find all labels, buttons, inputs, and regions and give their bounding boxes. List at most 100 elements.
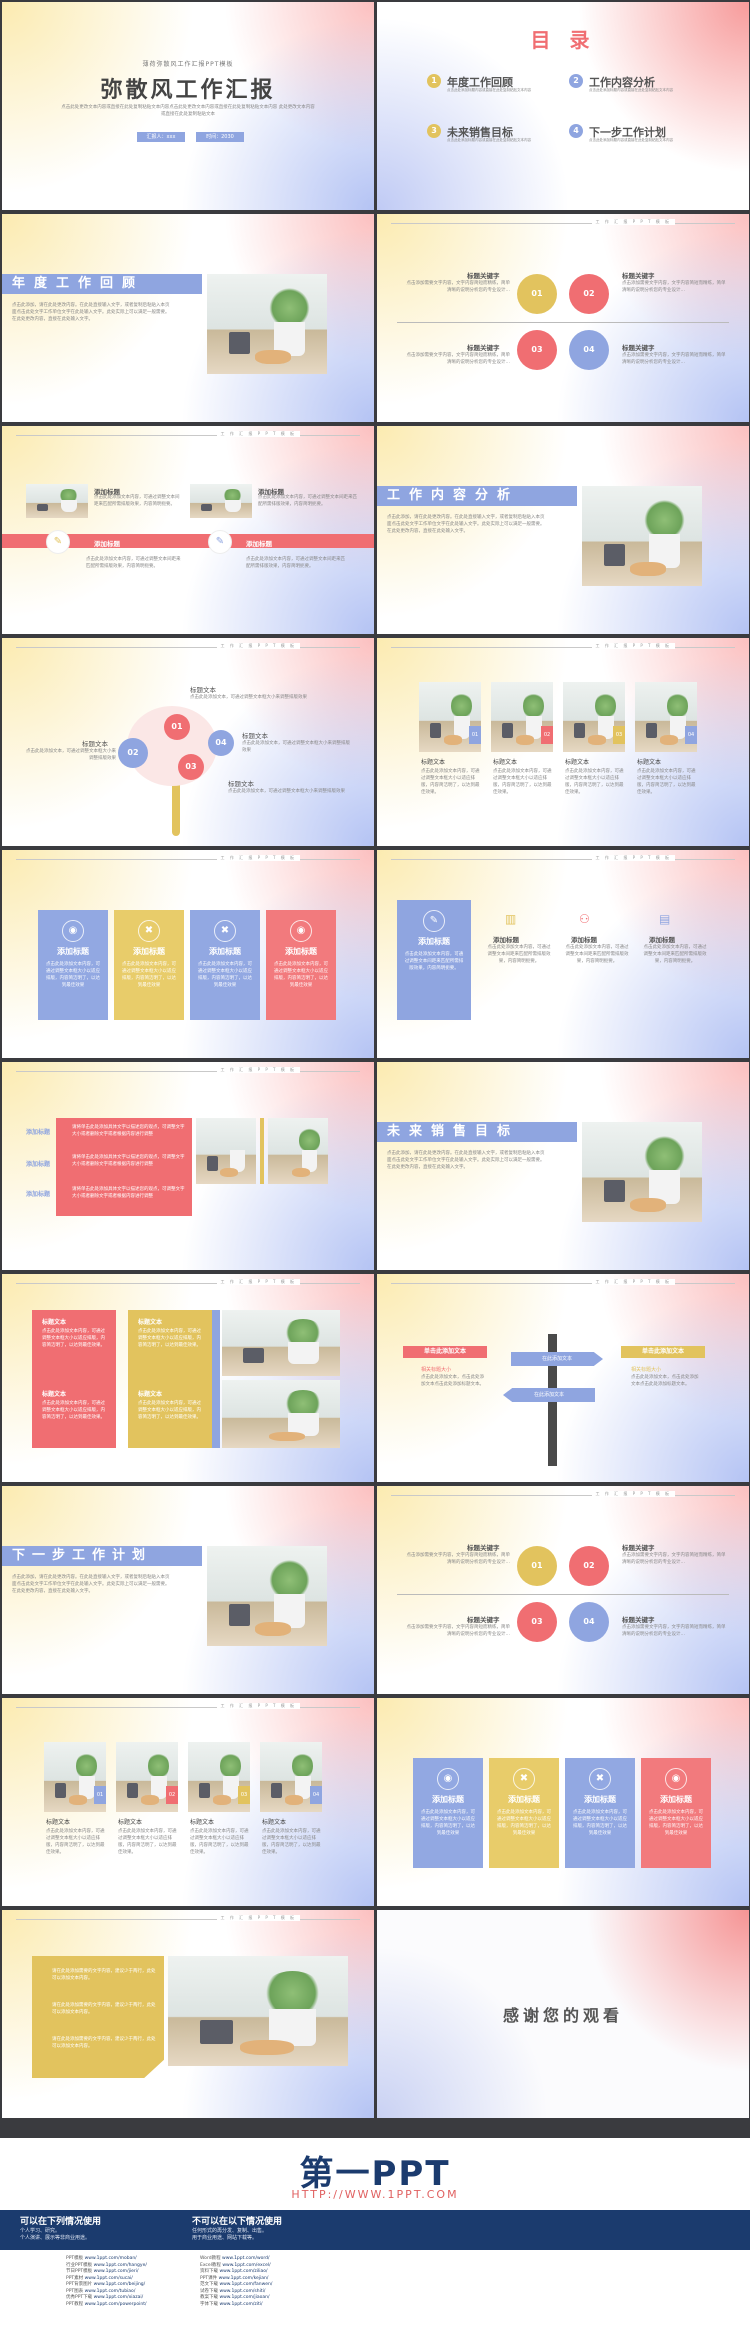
icon2-card-2: ✖ 添加标题 点击此处添加文本内容，可通过调整文本框大小以适应排版，内容简洁明了… [489, 1758, 559, 1868]
yellow-point-2: 请在此处添加需要的文字内容，建议少于两行，此处可以添加文本内容。 [52, 2003, 156, 2015]
link-row[interactable]: PPT模板 www.1ppt.com/moban/ [66, 2256, 326, 2263]
quad-text-1: 点击添加需要文字内容，文字内容简短而精练，简单清晰的说明分析您的专业设计… [406, 281, 511, 293]
link-row[interactable]: 行业PPT模板 www.1ppt.com/hangye/ [66, 2263, 326, 2270]
band-photo-1 [26, 484, 88, 518]
link-row[interactable]: PPT图表 www.1ppt.com/tubiao/ [66, 2289, 326, 2296]
slide-cover[interactable]: 薄荷弥散风工作汇报PPT模板 弥散风工作汇报 点击此处更改文本内容或直接在此处复… [2, 2, 374, 210]
slide-list[interactable]: 工 作 汇 报 P P T 模 板 添加标题 请将单击此处添加具体文字以描述您的… [2, 1062, 374, 1270]
panel-red [32, 1310, 116, 1448]
link-label: PPT图表 [66, 2288, 84, 2294]
link-url[interactable]: www.1ppt.com/xiazai/ [93, 2295, 144, 2300]
link-url[interactable]: www.1ppt.com/jieri/ [93, 2269, 139, 2274]
link-row[interactable]: Word教程 www.1ppt.com/word/ [200, 2256, 400, 2263]
icon2-card-4: ◉ 添加标题 点击此处添加文本内容，可通过调整文本框大小以适应排版，内容简洁明了… [641, 1758, 711, 1868]
link-url[interactable]: www.1ppt.com/ziliao/ [219, 2269, 268, 2274]
slide-thanks[interactable]: 感谢您的观看 [377, 1910, 749, 2118]
link-url[interactable]: www.1ppt.com/tubiao/ [84, 2288, 136, 2294]
link-row[interactable]: 字体下载 www.1ppt.com/ziti/ [200, 2302, 400, 2309]
photo-text-1: 点击此处添加文本内容，可通过调整文本框大小以适应排版，内容简洁明了，以达到最佳效… [421, 769, 480, 795]
slide-four-photos[interactable]: 工 作 汇 报 P P T 模 板 01 02 03 04 标题文本 点击此处添… [377, 638, 749, 846]
photo2-label-4: 标题文本 [262, 1819, 287, 1826]
feature-text-1: 点击此处添加文本内容，可通过调整文本间距来匹配所需排版效果，内容简明扼要。 [487, 945, 551, 964]
toc-num-2: 2 [569, 74, 583, 88]
link-row[interactable]: 优秀PPT下载 www.1ppt.com/xiazai/ [66, 2295, 326, 2302]
link-url[interactable]: www.1ppt.com/ziti/ [219, 2301, 263, 2307]
band-photo-2 [190, 484, 252, 518]
footer-links-right: Word教程 www.1ppt.com/word/ Excel教程 www.1p… [200, 2256, 400, 2308]
link-label: 教案下载 [200, 2295, 218, 2300]
link-url[interactable]: www.1ppt.com/beijing/ [93, 2282, 146, 2287]
tree-text-1: 点击此处添加文本，可通过调整文本框大小来调整排版效果 [190, 695, 307, 700]
link-url[interactable]: www.1ppt.com/kejian/ [218, 2275, 269, 2281]
card2-title-2: 添加标题 [508, 1795, 540, 1804]
slide-section-4[interactable]: 下一步工作计划 点击此添加，请在此处更改内容。在此处直接输入文字，或者复制后粘贴… [2, 1486, 374, 1694]
slide-section-2[interactable]: 工作内容分析 点击此添加，请在此处更改内容。在此处直接输入文字，或者复制后粘贴入… [377, 426, 749, 634]
link-label: 优秀PPT下载 [66, 2295, 93, 2300]
icon2-card-1: ◉ 添加标题 点击此处添加文本内容，可通过调整文本框大小以适应排版，内容简洁明了… [413, 1758, 483, 1868]
slide-four-photos-2[interactable]: 工 作 汇 报 P P T 模 板 01 02 03 04 标题文本 点击此处添… [2, 1698, 374, 1906]
panel-yellow [128, 1310, 212, 1448]
toc-title: 目 录 [530, 28, 596, 52]
band-title-4: 添加标题 [246, 540, 272, 548]
toc-desc-4: 点击此处添加标题内容或直接在此处复制粘贴文本内容 [589, 138, 673, 142]
link-url[interactable]: www.1ppt.com/word/ [222, 2256, 270, 2261]
link-row[interactable]: PPT课件 www.1ppt.com/kejian/ [200, 2276, 400, 2283]
section-title-4: 下一步工作计划 [2, 1546, 202, 1566]
link-row[interactable]: 资料下载 www.1ppt.com/ziliao/ [200, 2269, 400, 2276]
feature-title-1: 添加标题 [493, 936, 519, 944]
list-label-2: 添加标题 [26, 1161, 51, 1168]
slide-yellow-points[interactable]: 工 作 汇 报 P P T 模 板 请在此处添加需要的文字内容，建议少于两行，此… [2, 1910, 374, 2118]
list-text-3: 请将单击此处添加具体文字以描述您的观点，可调整文字大小或者删除文字或者根据内容进… [72, 1187, 185, 1199]
slide-tree[interactable]: 工 作 汇 报 P P T 模 板 01 02 03 04 标题文本 点击此处添… [2, 638, 374, 846]
slide-quad-1[interactable]: 工 作 汇 报 P P T 模 板 01 02 03 04 标题关键字 点击添加… [377, 214, 749, 422]
link-row[interactable]: PPT背景图片 www.1ppt.com/beijing/ [66, 2282, 326, 2289]
link-url[interactable]: www.1ppt.com/excel/ [222, 2262, 271, 2268]
slide-section-1[interactable]: 年度工作回顾 点击此添加，请在此处更改内容。在此处直接输入文字，或者复制后粘贴入… [2, 214, 374, 422]
pen-icon: ✎ [208, 530, 232, 554]
card-title-1: 添加标题 [57, 947, 89, 956]
yellow-photo [168, 1956, 348, 2066]
slide-icon-cards-1[interactable]: 工 作 汇 报 P P T 模 板 ◉ 添加标题 点击此处添加文本内容，可通过调… [2, 850, 374, 1058]
panel-photo-2 [222, 1380, 340, 1448]
link-url[interactable]: www.1ppt.com/jiaoan/ [219, 2295, 270, 2300]
link-label: 字体下载 [200, 2301, 218, 2307]
slide-section-3[interactable]: 未来销售目标 点击此添加，请在此处更改内容。在此处直接输入文字，或者复制后粘贴入… [377, 1062, 749, 1270]
slide-red-band[interactable]: 工 作 汇 报 P P T 模 板 添加标题 点击此处添加文本内容，可通过调整文… [2, 426, 374, 634]
photo2-text-2: 点击此处添加文本内容，可通过调整文本框大小以适应排版，内容简洁明了，以达到最佳效… [118, 1829, 177, 1855]
slide-roadsign[interactable]: 工 作 汇 报 P P T 模 板 在此添加文本 在此添加文本 单击此添加文本 … [377, 1274, 749, 1482]
link-row[interactable]: PPT教程 www.1ppt.com/powerpoint/ [66, 2302, 326, 2309]
panel-red-text-2: 点击此处添加文本内容，可通过调整文本框大小以适应排版，内容简洁明了，以达到最佳效… [42, 1401, 105, 1420]
toc-num-3: 3 [427, 124, 441, 138]
link-row[interactable]: PPT素材 www.1ppt.com/sucai/ [66, 2276, 326, 2283]
link-row[interactable]: 教案下载 www.1ppt.com/jiaoan/ [200, 2295, 400, 2302]
link-url[interactable]: www.1ppt.com/moban/ [84, 2256, 137, 2261]
slide-panels[interactable]: 工 作 汇 报 P P T 模 板 标题文本 点击此处添加文本内容，可通过调整文… [2, 1274, 374, 1482]
link-url[interactable]: www.1ppt.com/fanwen/ [219, 2282, 273, 2287]
link-url[interactable]: www.1ppt.com/sucai/ [84, 2275, 133, 2281]
link-row[interactable]: 节日PPT模板 www.1ppt.com/jieri/ [66, 2269, 326, 2276]
yellow-point-1: 请在此处添加需要的文字内容，建议少于两行，此处可以添加文本内容。 [52, 1969, 156, 1981]
card2-text-2: 点击此处添加文本内容，可通过调整文本框大小以适应排版，内容简洁明了，以达到最佳效… [497, 1810, 551, 1836]
quad2-text-4: 点击添加需要文字内容，文字内容简短而精练，简单清晰的说明分析您的专业设计… [622, 1625, 726, 1637]
time-badge: 时间：2030 [196, 132, 244, 142]
card2-text-1: 点击此处添加文本内容，可通过调整文本框大小以适应排版，内容简洁明了，以达到最佳效… [421, 1810, 475, 1836]
brand-url[interactable]: HTTP://WWW.1PPT.COM [291, 2188, 459, 2201]
link-url[interactable]: www.1ppt.com/shiti/ [219, 2288, 266, 2294]
link-url[interactable]: www.1ppt.com/hangye/ [93, 2262, 147, 2268]
slide-toc[interactable]: 目 录 1 年度工作回顾 点击此处添加标题内容或直接在此处复制粘贴文本内容 2 … [377, 2, 749, 210]
section-title-2: 工作内容分析 [377, 486, 577, 506]
link-row[interactable]: 试卷下载 www.1ppt.com/shiti/ [200, 2289, 400, 2296]
link-row[interactable]: 范文下载 www.1ppt.com/fanwen/ [200, 2282, 400, 2289]
thanks-title: 感谢您的观看 [502, 2006, 623, 2025]
panel-yellow-text-2: 点击此处添加文本内容，可通过调整文本框大小以适应排版，内容简洁明了，以达到最佳效… [138, 1401, 201, 1420]
icon-card-4: ◉ 添加标题 点击此处添加文本内容，可通过调整文本框大小以适应排版，内容简洁明了… [266, 910, 336, 1020]
link-url[interactable]: www.1ppt.com/powerpoint/ [84, 2301, 147, 2307]
slide-features[interactable]: 工 作 汇 报 P P T 模 板 ✎ 添加标题 点击此处添加文本内容，可通过调… [377, 850, 749, 1058]
header-line: 工 作 汇 报 P P T 模 板 [216, 1915, 300, 1921]
feature-title-0: 添加标题 [418, 937, 450, 946]
slide-icon-cards-2[interactable]: ◉ 添加标题 点击此处添加文本内容，可通过调整文本框大小以适应排版，内容简洁明了… [377, 1698, 749, 1906]
photo-num-1: 01 [469, 726, 481, 744]
link-row[interactable]: Excel教程 www.1ppt.com/excel/ [200, 2263, 400, 2270]
pen-icon: ✎ [46, 530, 70, 554]
slide-quad-2[interactable]: 工 作 汇 报 P P T 模 板 01 02 03 04 标题关键字 点击添加… [377, 1486, 749, 1694]
